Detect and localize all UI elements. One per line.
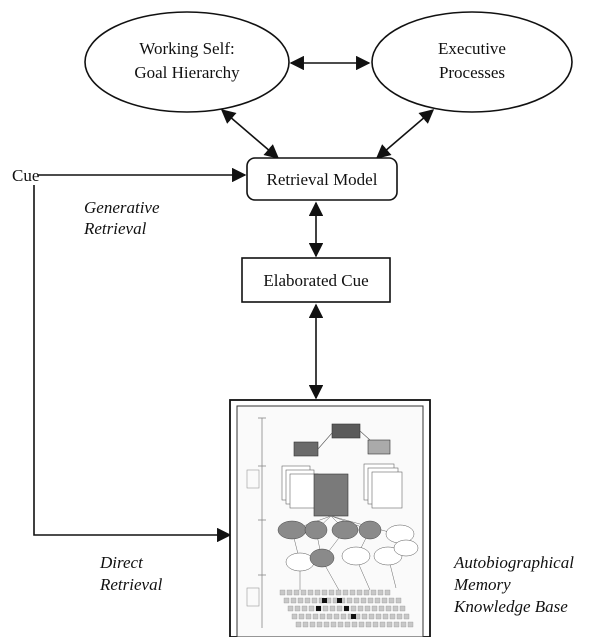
knowledge-base-line3: Knowledge Base bbox=[453, 597, 568, 616]
generative-line1: Generative bbox=[84, 198, 160, 217]
knowledge-base-line2: Memory bbox=[453, 575, 511, 594]
retrieval-model-label: Retrieval Model bbox=[267, 170, 378, 189]
direct-line2: Retrieval bbox=[99, 575, 163, 594]
elaborated-cue-node bbox=[241, 257, 391, 303]
retrieval-model-node bbox=[246, 157, 398, 201]
executive-processes-node bbox=[371, 11, 573, 113]
working-self-node bbox=[84, 11, 290, 113]
knowledge-base-line1: Autobiographical bbox=[453, 553, 574, 572]
direct-line1: Direct bbox=[99, 553, 144, 572]
working-self-line2: Goal Hierarchy bbox=[134, 63, 240, 82]
executive-line2: Processes bbox=[439, 63, 505, 82]
executive-line1: Executive bbox=[438, 39, 506, 58]
arrow-cue-direct bbox=[33, 185, 232, 543]
arrow-self-retrieval bbox=[220, 109, 280, 159]
elaborated-cue-label: Elaborated Cue bbox=[263, 271, 368, 290]
working-self-line1: Working Self: bbox=[139, 39, 234, 58]
cue-label: Cue bbox=[12, 166, 39, 185]
generative-line2: Retrieval bbox=[83, 219, 147, 238]
knowledge-base-image bbox=[229, 399, 431, 637]
arrow-executive-retrieval bbox=[375, 109, 435, 159]
